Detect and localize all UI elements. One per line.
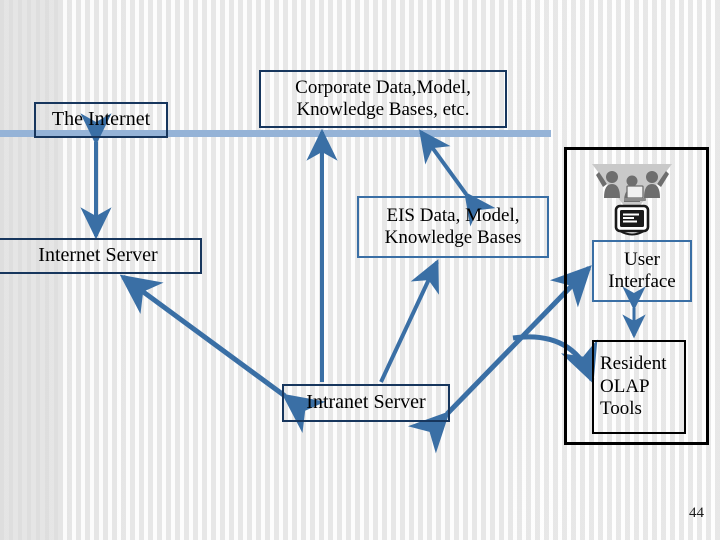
- node-olap-line3: Tools: [600, 398, 642, 420]
- node-the-internet[interactable]: The Internet: [34, 102, 168, 138]
- node-corporate-data-label: Corporate Data,Model, Knowledge Bases, e…: [291, 77, 475, 122]
- node-eis-data-line1: EIS Data, Model,: [386, 204, 520, 226]
- node-olap-line1: Resident: [600, 353, 667, 375]
- arrow-corporate-to-eis: [419, 129, 496, 227]
- node-corporate-data-line1: Corporate Data,Model,: [295, 76, 471, 98]
- node-internet-server[interactable]: Internet Server: [0, 238, 202, 274]
- node-user-interface-label: User Interface: [604, 249, 680, 294]
- node-intranet-server[interactable]: Intranet Server: [282, 384, 450, 422]
- node-olap-line2: OLAP: [600, 375, 650, 397]
- node-resident-olap-tools[interactable]: Resident OLAP Tools: [592, 340, 686, 434]
- arrow-internet-server-to-intranet-server: [119, 274, 326, 434]
- arrow-intranet-server-to-eis: [379, 259, 439, 383]
- node-user-interface-line2: Interface: [608, 271, 676, 292]
- node-eis-data[interactable]: EIS Data, Model, Knowledge Bases: [357, 196, 549, 258]
- node-corporate-data[interactable]: Corporate Data,Model, Knowledge Bases, e…: [259, 70, 507, 128]
- node-intranet-server-label: Intranet Server: [306, 391, 426, 414]
- node-the-internet-label: The Internet: [51, 108, 151, 131]
- node-eis-data-label: EIS Data, Model, Knowledge Bases: [381, 205, 526, 250]
- people-at-computer-icon: [592, 164, 672, 236]
- node-eis-data-line2: Knowledge Bases: [384, 227, 522, 248]
- node-user-interface[interactable]: User Interface: [592, 240, 692, 302]
- horizontal-blue-divider: [0, 130, 551, 137]
- page-number: 44: [689, 505, 704, 521]
- node-internet-server-label: Internet Server: [38, 244, 158, 267]
- node-corporate-data-line2: Knowledge Bases, etc.: [296, 99, 470, 120]
- node-user-interface-line1: User: [624, 248, 660, 270]
- node-resident-olap-tools-label: Resident OLAP Tools: [594, 353, 671, 420]
- arrow-intranet-server-to-olap: [512, 334, 598, 384]
- client-container-box: [564, 147, 709, 445]
